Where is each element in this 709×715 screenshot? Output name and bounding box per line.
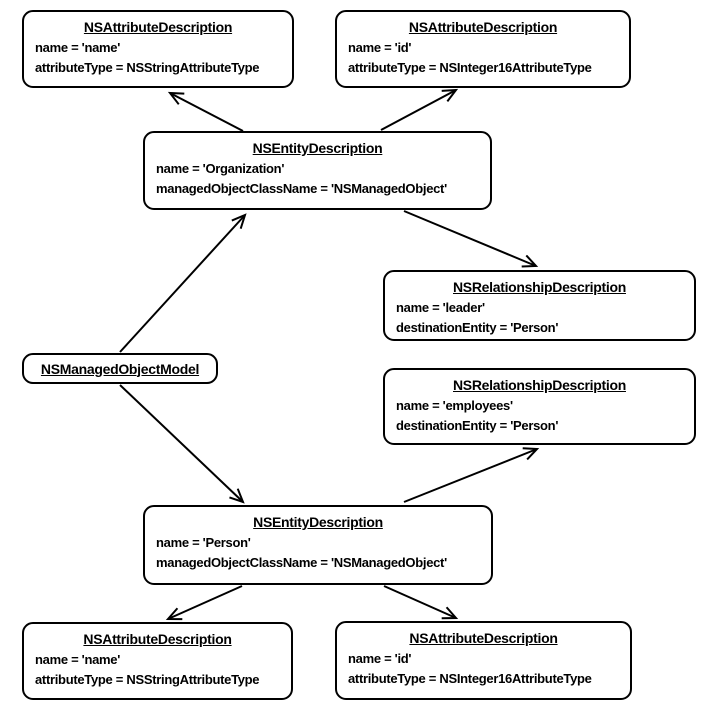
node-property-destination-entity: destinationEntity = 'Person' [396,320,559,335]
node-title: NSAttributeDescription [409,630,558,646]
node-property-managed-object-class-name: managedObjectClassName = 'NSManagedObjec… [156,181,447,196]
arrow-model-to-org-entity [119,213,247,353]
node-person-id-attribute: NSAttributeDescription name = 'id' attri… [335,621,632,700]
node-property-destination-entity: destinationEntity = 'Person' [396,418,559,433]
node-title: NSEntityDescription [253,514,383,530]
node-title: NSAttributeDescription [408,19,558,35]
arrow-person-entity-to-name-attribute [165,585,243,621]
node-managed-object-model: NSManagedObjectModel [22,353,218,384]
node-leader-relationship: NSRelationshipDescription name = 'leader… [383,270,696,341]
node-property-attribute-type: attributeType = NSInteger16AttributeType [348,60,592,75]
node-property-managed-object-class-name: managedObjectClassName = 'NSManagedObjec… [156,555,447,570]
arrow-person-entity-to-id-attribute [383,585,459,620]
node-organization-id-attribute: NSAttributeDescription name = 'id' attri… [335,10,631,88]
node-title: NSRelationshipDescription [453,377,626,393]
node-property-name: name = 'name' [35,652,121,667]
arrow-org-entity-to-leader-relationship [403,210,539,268]
node-title: NSAttributeDescription [83,19,233,35]
node-title: NSManagedObjectModel [40,360,200,377]
node-employees-relationship: NSRelationshipDescription name = 'employ… [383,368,696,445]
node-organization-name-attribute: NSAttributeDescription name = 'name' att… [22,10,294,88]
node-property-attribute-type: attributeType = NSStringAttributeType [35,672,260,687]
node-property-name: name = 'id' [348,651,412,666]
node-property-name: name = 'employees' [396,398,513,413]
node-person-name-attribute: NSAttributeDescription name = 'name' att… [22,622,293,700]
node-title: NSEntityDescription [252,140,383,156]
node-person-entity: NSEntityDescription name = 'Person' mana… [143,505,493,585]
node-property-name: name = 'leader' [396,300,485,315]
node-organization-entity: NSEntityDescription name = 'Organization… [143,131,492,210]
node-property-attribute-type: attributeType = NSInteger16AttributeType [348,671,592,686]
arrow-org-entity-to-name-attribute [167,91,244,132]
node-title: NSAttributeDescription [83,631,232,647]
arrow-model-to-person-entity [119,384,245,504]
node-title: NSRelationshipDescription [453,279,626,295]
node-property-name: name = 'name' [35,40,121,55]
node-property-name: name = 'Person' [156,535,251,550]
node-property-attribute-type: attributeType = NSStringAttributeType [35,60,260,75]
node-property-name: name = 'id' [348,40,412,55]
arrow-person-entity-to-employees-relationship [403,447,540,503]
node-property-name: name = 'Organization' [156,161,285,176]
arrow-org-entity-to-id-attribute [380,88,459,131]
